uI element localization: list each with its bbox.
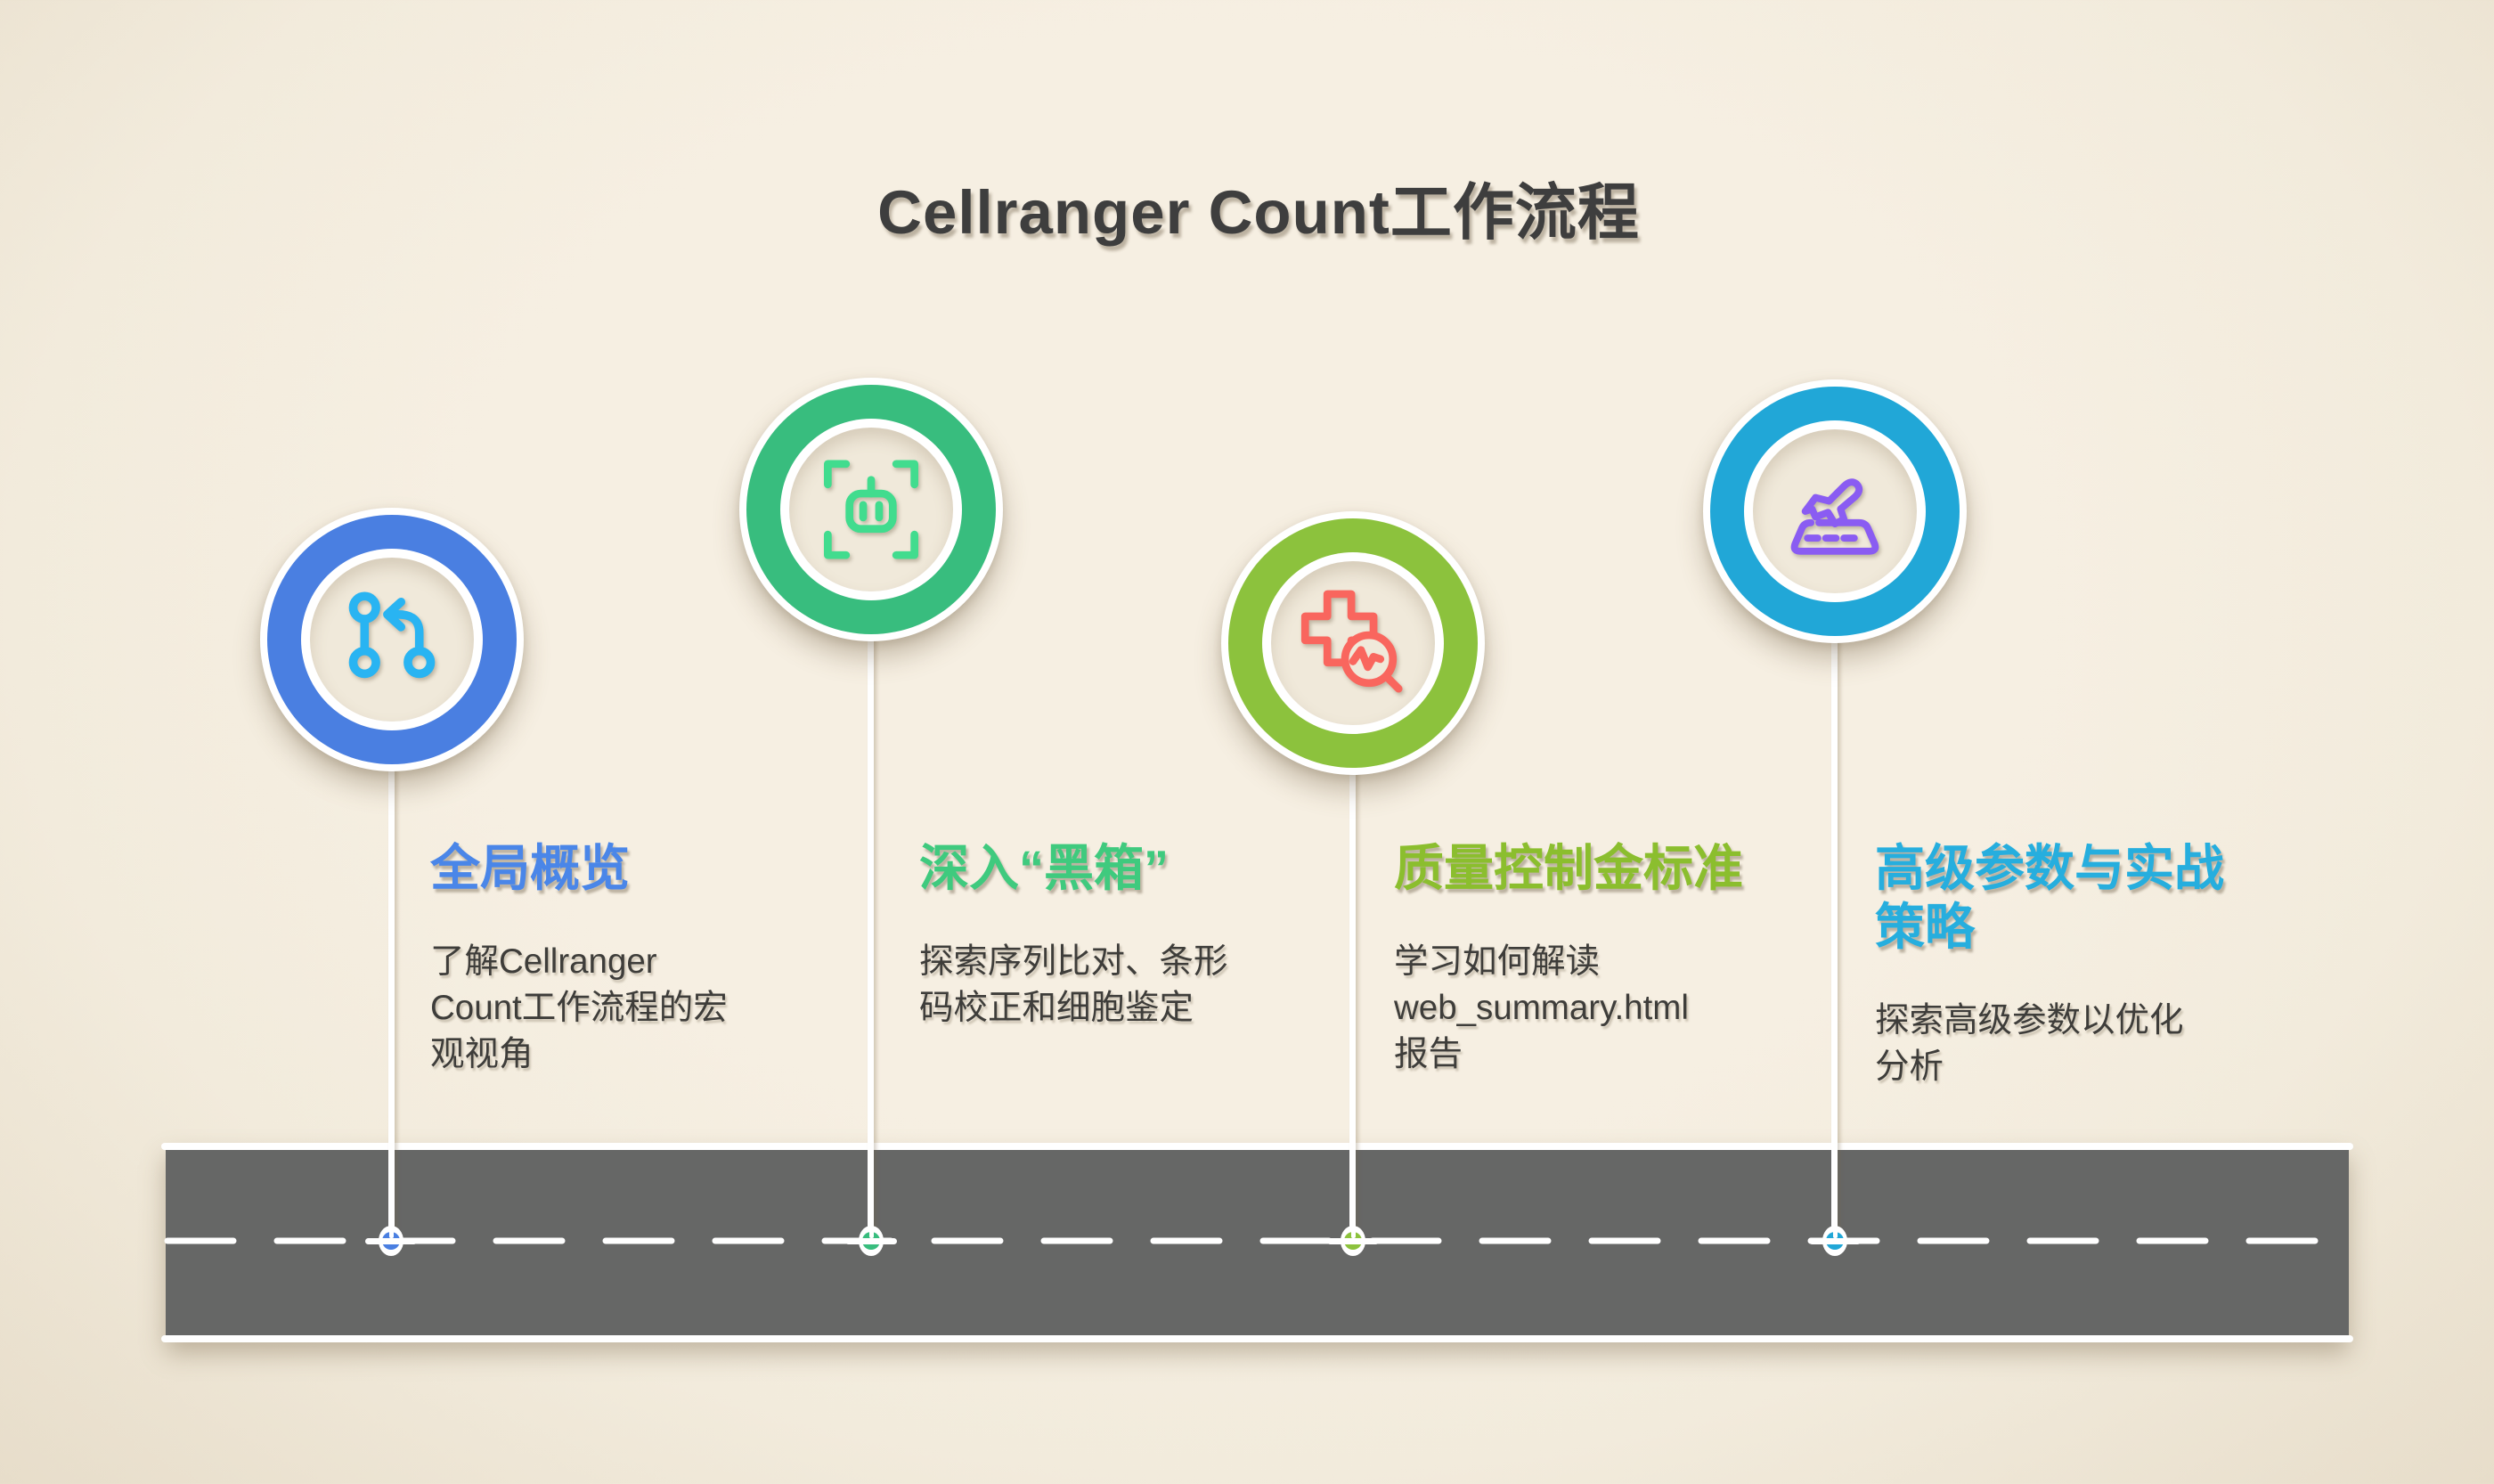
road-marker — [1809, 1226, 1861, 1256]
road-marker — [365, 1226, 417, 1256]
milestone-heading: 全局概览 — [430, 840, 630, 896]
plane-takeoff-icon — [1790, 478, 1879, 555]
road-bottom-line — [161, 1335, 2353, 1342]
medical-qc-magnifier-icon — [1300, 590, 1403, 693]
road-marker-dash — [1327, 1237, 1379, 1244]
milestone-text: 深入“黑箱” 探索序列比对、条形 码校正和细胞鉴定 — [919, 839, 1228, 1031]
milestone-heading: 深入“黑箱” — [919, 840, 1169, 896]
milestone-text: 全局概览 了解Cellranger Count工作流程的宏 观视角 — [430, 839, 728, 1078]
milestone-badge — [739, 378, 1003, 641]
road-top-line — [161, 1143, 2353, 1150]
milestone-description: 学习如何解读 web_summary.html 报告 — [1394, 942, 1689, 1073]
road-marker-dash — [1809, 1237, 1861, 1244]
road-marker-notch — [1350, 1230, 1356, 1238]
milestone-heading: 高级参数与实战 策略 — [1875, 840, 2224, 955]
milestone-description: 了解Cellranger Count工作流程的宏 观视角 — [430, 942, 728, 1073]
road-marker-notch — [388, 1230, 394, 1238]
milestone-stem — [868, 510, 874, 1242]
git-branch-icon — [348, 591, 436, 679]
road-graphic — [161, 1143, 2353, 1342]
road-marker-notch — [1832, 1230, 1838, 1238]
milestone-description: 探索序列比对、条形 码校正和细胞鉴定 — [919, 942, 1228, 1027]
road-marker-dash — [365, 1237, 417, 1244]
milestone-text: 质量控制金标准 学习如何解读 web_summary.html 报告 — [1394, 839, 1743, 1078]
milestone-badge — [1221, 511, 1485, 775]
milestone-heading: 质量控制金标准 — [1394, 840, 1743, 896]
milestone-text: 高级参数与实战 策略 探索高级参数以优化 分析 — [1875, 839, 2224, 1090]
milestone-stem — [1349, 643, 1356, 1242]
milestone-badge — [1703, 379, 1967, 643]
road-center-dashed-line — [164, 1237, 2351, 1244]
milestone-stem — [1831, 511, 1838, 1242]
robot-scan-icon — [824, 460, 918, 559]
road-marker — [1327, 1226, 1379, 1256]
milestone-description: 探索高级参数以优化 分析 — [1875, 1001, 2184, 1086]
page-title: Cellranger Count工作流程 — [877, 178, 1640, 247]
milestone-stem — [388, 640, 395, 1242]
milestone-badge — [260, 508, 524, 771]
road-marker — [845, 1226, 897, 1256]
road-marker-dash — [845, 1237, 897, 1244]
road-marker-notch — [868, 1230, 874, 1238]
